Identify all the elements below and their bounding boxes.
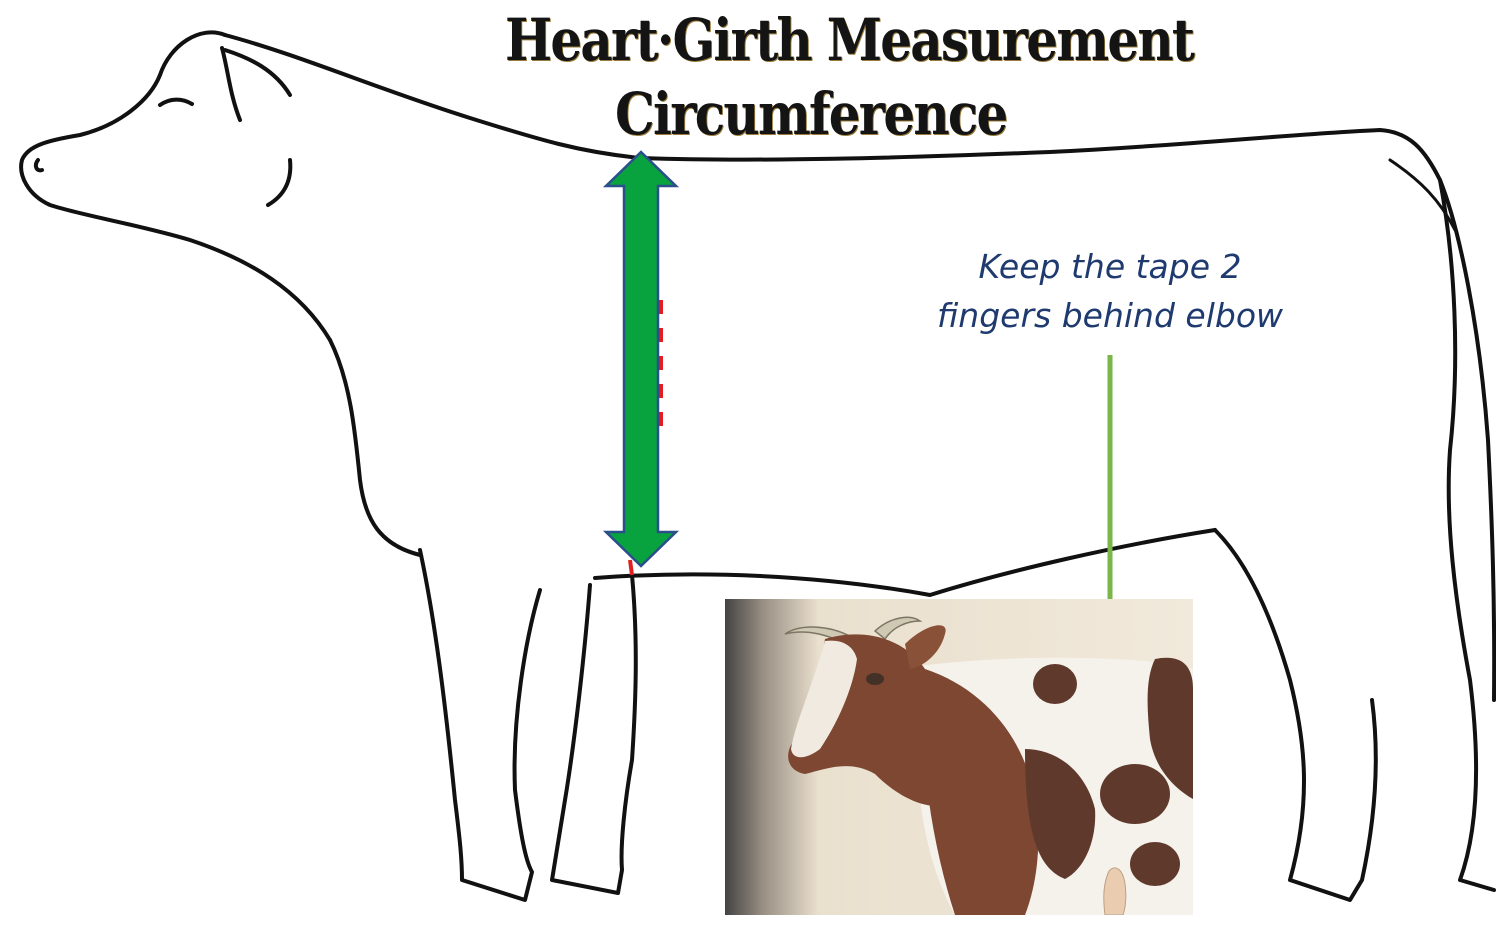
annotation-text: Keep the tape 2 fingers behind elbow bbox=[900, 242, 1320, 340]
front-leg-inner bbox=[552, 575, 636, 893]
annotation-line-1: Keep the tape 2 bbox=[900, 242, 1320, 291]
nostril-mark bbox=[36, 160, 42, 170]
title-line-2: Circumference bbox=[615, 80, 1007, 148]
title-line-1: Heart·Girth Measurement bbox=[505, 6, 1193, 74]
eye-mark bbox=[160, 100, 192, 105]
annotation-line-2: fingers behind elbow bbox=[900, 291, 1320, 340]
brisket-outline bbox=[330, 340, 420, 555]
belly-line bbox=[595, 530, 1215, 595]
cow-anatomy-photo bbox=[725, 599, 1193, 915]
front-leg bbox=[420, 550, 540, 900]
photo-illustration bbox=[725, 599, 1193, 915]
hind-leg bbox=[1215, 530, 1376, 900]
double-headed-arrow-icon bbox=[606, 152, 676, 566]
measure-dash-bottom bbox=[630, 560, 632, 575]
head-outline bbox=[21, 32, 330, 340]
ear-outline bbox=[222, 48, 290, 120]
photo-haze bbox=[725, 599, 1193, 915]
cheek-line bbox=[268, 160, 290, 205]
